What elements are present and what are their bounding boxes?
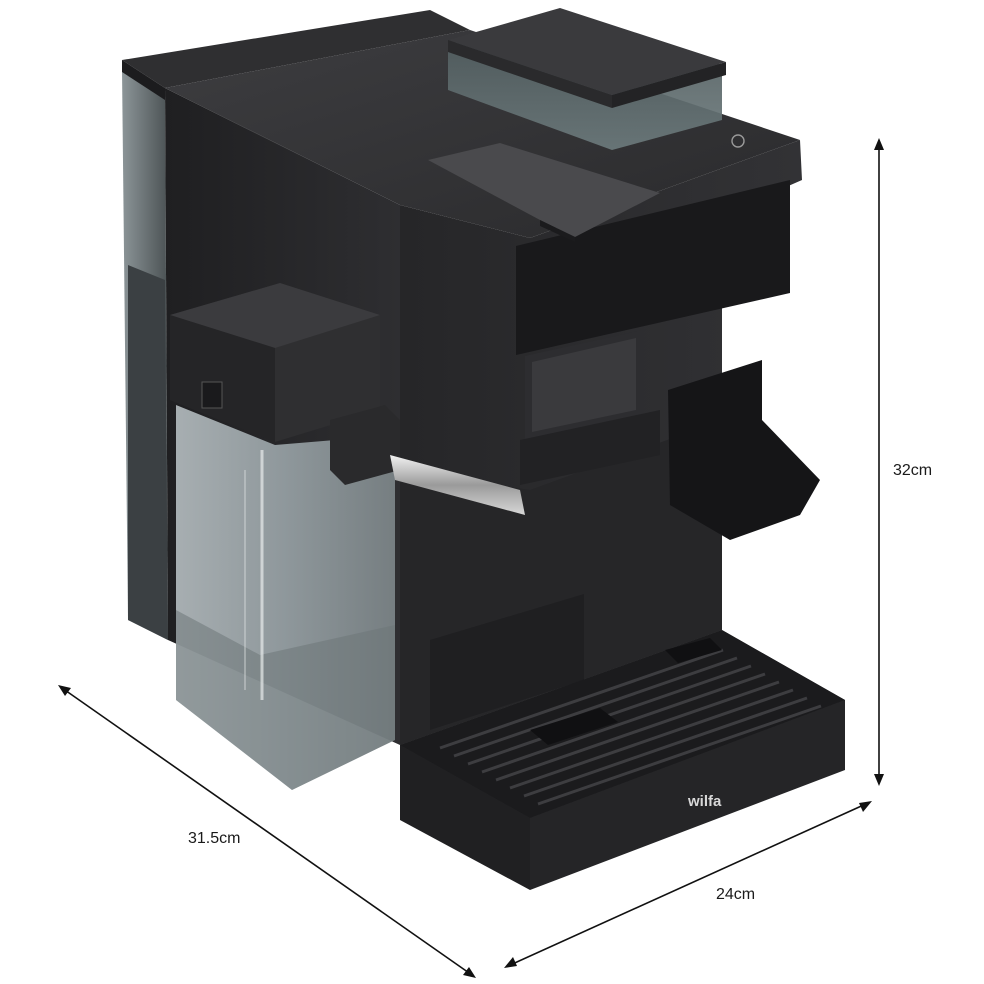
arrow-right-icon — [859, 801, 872, 812]
power-button[interactable] — [731, 134, 745, 148]
drip-tray-grate — [439, 648, 822, 806]
top-lid-flap — [428, 143, 660, 237]
arrow-upleft-icon — [58, 685, 71, 696]
height-label: 32cm — [893, 462, 932, 479]
depth-label: 31.5cm — [188, 830, 240, 847]
front-display-panel — [516, 180, 790, 355]
arrow-up-icon — [874, 138, 884, 150]
arrow-downright-icon — [463, 967, 476, 978]
depth-dimension: 31.5cm — [58, 685, 476, 978]
cup-holder-cavity — [668, 360, 820, 540]
bean-hopper — [448, 8, 726, 150]
depth-dimension-line — [61, 687, 473, 976]
coffee-outlet — [520, 330, 660, 485]
arrow-down-icon — [874, 774, 884, 786]
height-dimension: 32cm — [874, 138, 932, 786]
steam-wand — [330, 405, 525, 515]
milk-module — [170, 283, 380, 442]
arrow-left-icon — [504, 957, 517, 968]
width-dimension-line — [507, 802, 869, 967]
coffee-machine: wilfa — [122, 8, 845, 890]
brand-logo-text: wilfa — [687, 793, 722, 810]
width-label: 24cm — [716, 886, 755, 903]
width-dimension: 24cm — [504, 801, 872, 968]
machine-top-surface — [165, 30, 800, 238]
water-tank — [122, 10, 470, 640]
